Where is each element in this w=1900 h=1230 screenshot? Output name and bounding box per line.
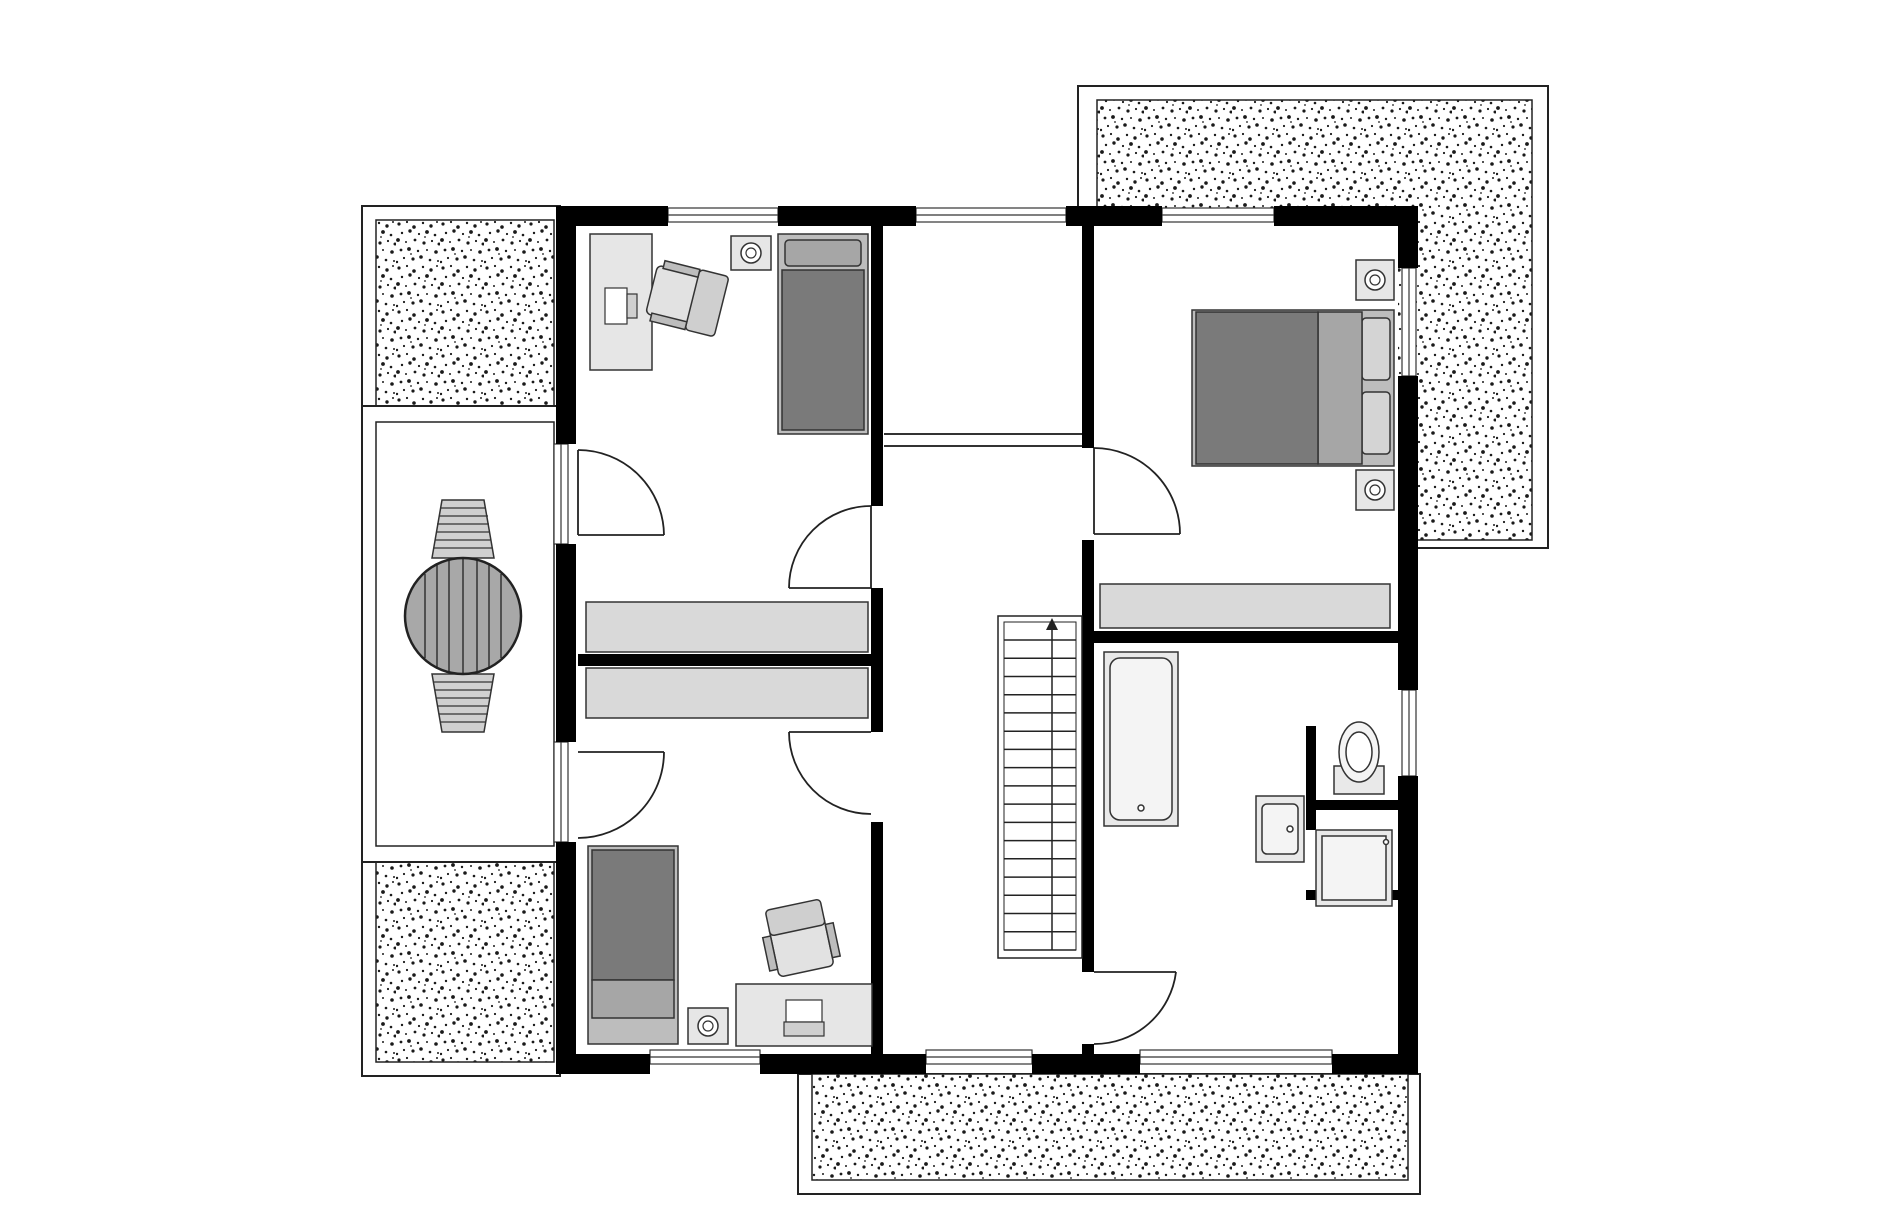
nightstand-lamp-icon — [730, 235, 772, 271]
bathroom — [1103, 651, 1393, 907]
wardrobe-icon — [585, 667, 869, 719]
window-icon — [1139, 1049, 1333, 1065]
doors[interactable] — [577, 447, 1181, 1045]
nightstand-lamp-icon — [1355, 259, 1395, 301]
window-icon — [553, 741, 569, 843]
window-icon — [1401, 267, 1417, 377]
sink-icon — [1255, 795, 1305, 863]
door-swing-icon[interactable] — [788, 505, 872, 589]
door-swing-icon[interactable] — [788, 731, 872, 815]
door-swing-icon[interactable] — [577, 449, 665, 536]
hall-lines — [884, 433, 1082, 447]
window-icon — [649, 1049, 761, 1065]
window-icon — [667, 207, 779, 223]
bench-icon — [431, 673, 495, 733]
office-chair-icon — [761, 898, 842, 977]
window-icon — [915, 207, 1067, 223]
window-icon — [1161, 207, 1275, 223]
laptop-icon — [783, 999, 825, 1037]
door-swing-icon[interactable] — [1093, 971, 1177, 1045]
roof-terrace-bottom-left-gravel — [375, 861, 555, 1063]
round-table-icon — [403, 556, 523, 676]
wardrobe-icon — [1099, 583, 1391, 629]
balcony-furniture — [403, 499, 523, 733]
door-swing-icon[interactable] — [577, 751, 665, 839]
office-chair-icon — [645, 259, 729, 337]
single-bed-icon — [777, 233, 869, 435]
toilet-icon — [1333, 721, 1385, 795]
wardrobe-icon — [585, 601, 869, 653]
windows — [553, 207, 1417, 1065]
laptop-icon — [604, 287, 638, 325]
window-icon — [553, 443, 569, 545]
nightstand-lamp-icon — [687, 1007, 729, 1045]
bench-icon — [431, 499, 495, 559]
shower-icon — [1315, 829, 1393, 907]
door-swing-icon[interactable] — [1093, 447, 1181, 535]
window-icon — [925, 1049, 1033, 1065]
double-bed-icon — [1191, 309, 1395, 467]
roof-terrace-bottom-gravel — [811, 1073, 1409, 1181]
single-bed-icon — [587, 845, 679, 1045]
window-icon — [1401, 689, 1417, 777]
master-bedroom — [1191, 259, 1395, 511]
nightstand-lamp-icon — [1355, 469, 1395, 511]
bedroom-bottom-left — [587, 845, 873, 1047]
bathtub-icon — [1103, 651, 1179, 827]
wardrobes — [585, 583, 1391, 719]
bedroom-top-left — [589, 233, 869, 435]
roof-terrace-top-left-gravel — [375, 219, 555, 407]
staircase-icon — [997, 615, 1083, 959]
